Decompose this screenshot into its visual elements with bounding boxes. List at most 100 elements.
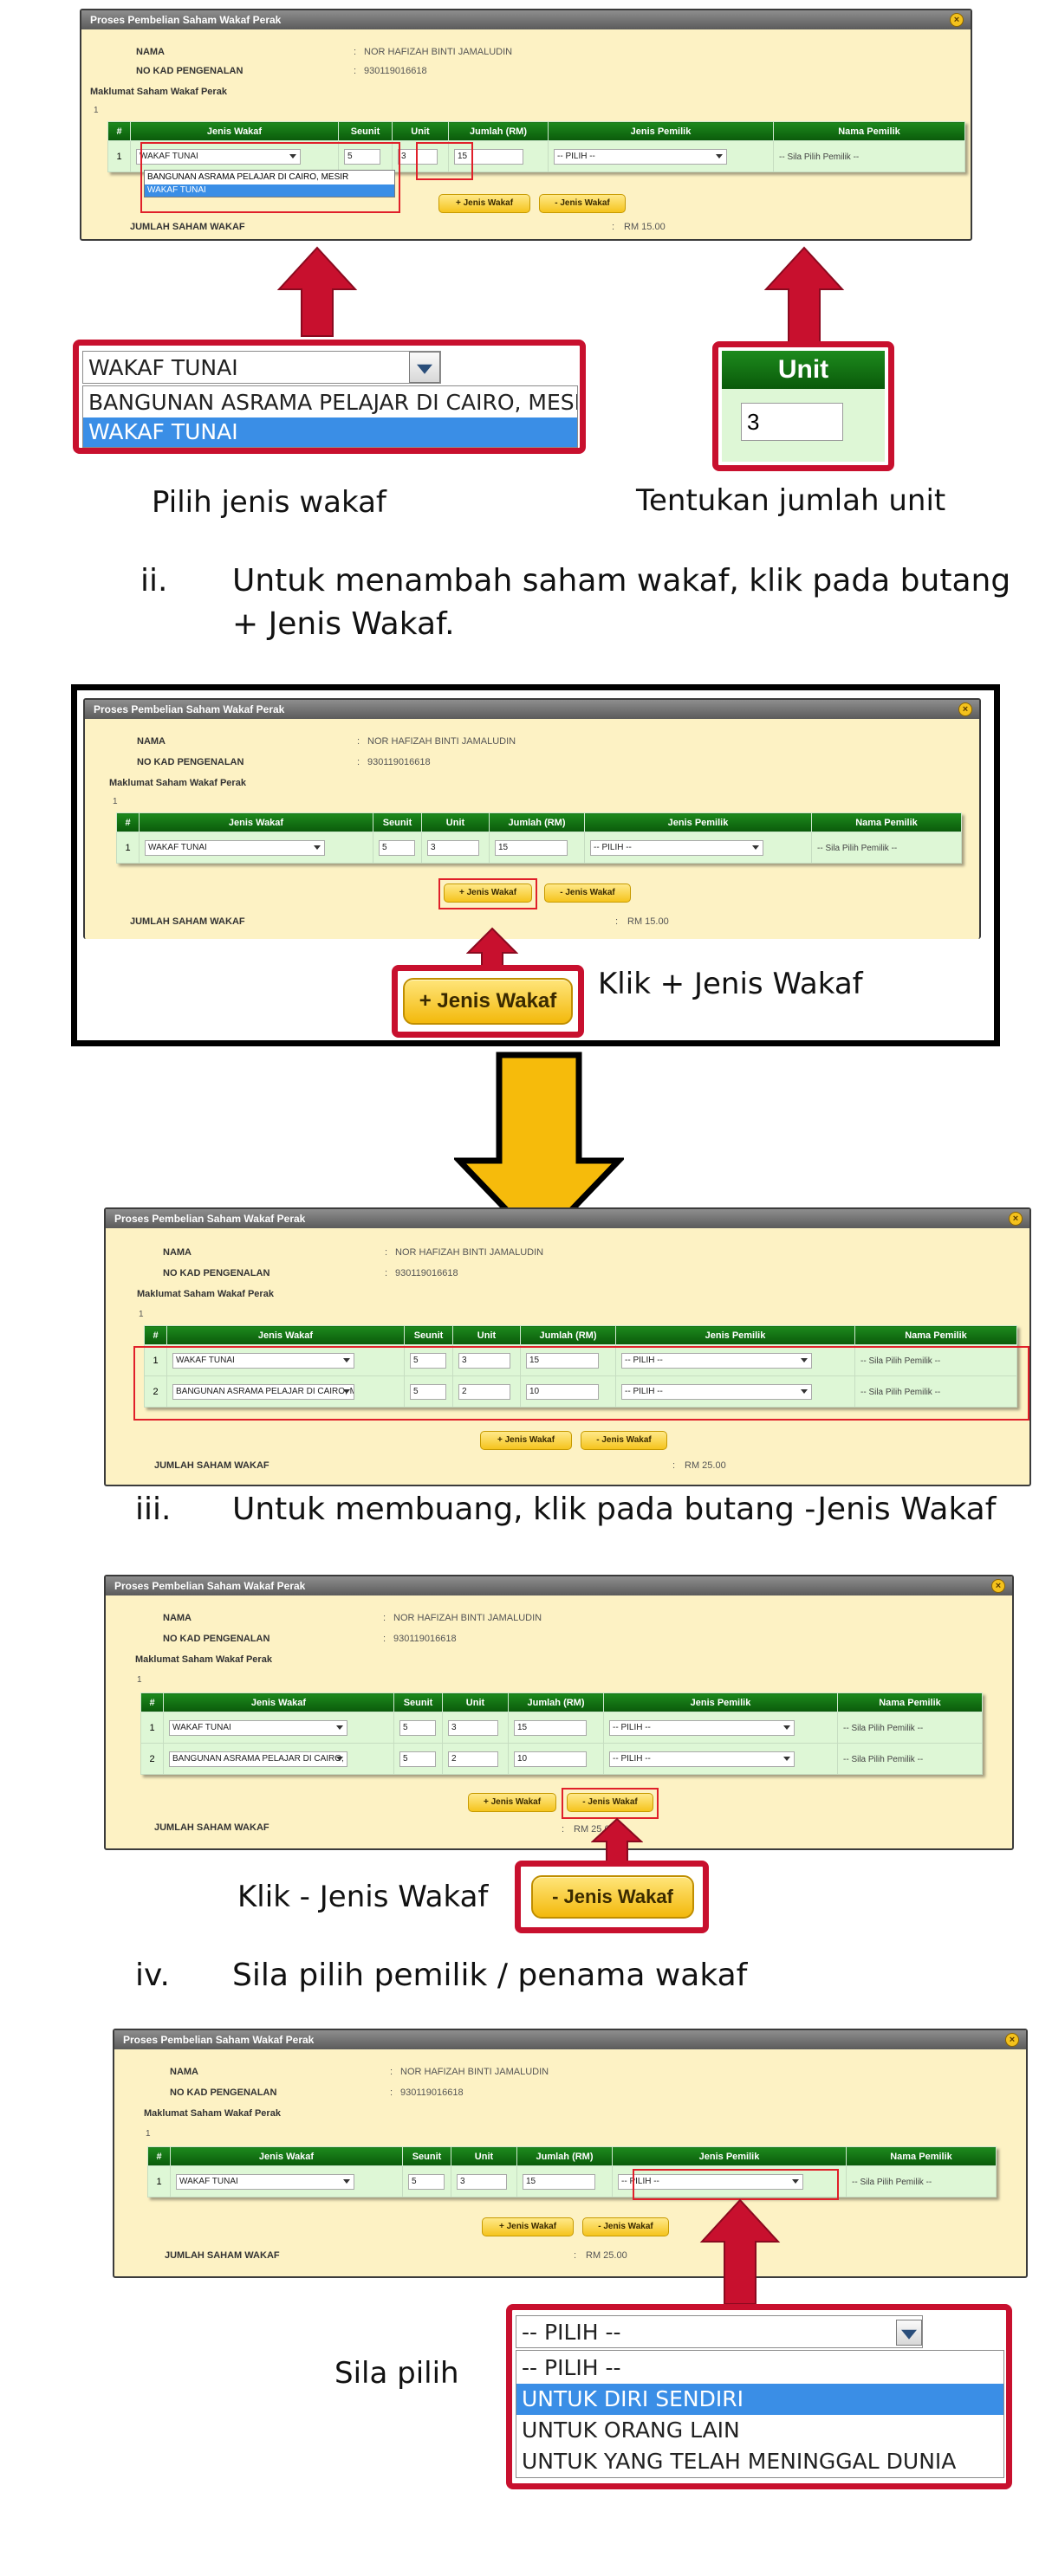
total-colon: :: [574, 2250, 577, 2261]
jenis-wakaf-select[interactable]: BANGUNAN ASRAMA PELAJAR DI CAIRO, MESIR: [172, 1383, 354, 1400]
info-heading: Maklumat Saham Wakaf Perak: [135, 1654, 272, 1665]
dropdown-option-selected[interactable]: WAKAF TUNAI: [145, 184, 394, 197]
close-icon[interactable]: ×: [1009, 1212, 1023, 1226]
chevron-down-icon[interactable]: [896, 2320, 922, 2346]
jenis-wakaf-select[interactable]: WAKAF TUNAI: [145, 839, 325, 856]
unit-input[interactable]: 2: [448, 1751, 498, 1767]
zoom-unit-cell: 3: [722, 389, 885, 462]
jenis-pemilik-select[interactable]: -- PILIH --: [609, 1719, 795, 1736]
dropdown-option-selected[interactable]: UNTUK DIRI SENDIRI: [516, 2384, 1003, 2415]
close-icon[interactable]: ×: [991, 1579, 1005, 1593]
zoom-jenis-select[interactable]: WAKAF TUNAI: [82, 351, 441, 384]
chevron-down-icon: [289, 153, 296, 159]
caption-sila-pilih: Sila pilih: [334, 2356, 459, 2391]
unit-input[interactable]: 2: [458, 1383, 510, 1400]
dialog-2: Proses Pembelian Saham Wakaf Perak × NAM…: [83, 698, 981, 939]
step-iv-number: iv.: [135, 1958, 170, 1993]
remove-jenis-wakaf-button[interactable]: - Jenis Wakaf: [544, 883, 631, 903]
col-header-jumlah: Jumlah (RM): [520, 1325, 616, 1345]
unit-input[interactable]: 3: [427, 839, 479, 856]
jenis-pemilik-select[interactable]: -- PILIH --: [618, 2173, 803, 2190]
total-colon: :: [615, 916, 619, 927]
chevron-down-icon: [752, 845, 759, 850]
row-no: 1: [107, 140, 131, 172]
zoom-pemilik-select[interactable]: -- PILIH --: [516, 2315, 923, 2348]
dialog-title: Proses Pembelian Saham Wakaf Perak ×: [85, 700, 979, 719]
dialog-4: Proses Pembelian Saham Wakaf Perak × NAM…: [104, 1575, 1014, 1850]
dialog-5: Proses Pembelian Saham Wakaf Perak × NAM…: [113, 2029, 1028, 2278]
jenis-wakaf-select[interactable]: WAKAF TUNAI: [172, 1352, 354, 1369]
seunit-field: 5: [399, 1719, 436, 1736]
col-header-jenis: Jenis Wakaf: [163, 1693, 394, 1712]
remove-jenis-wakaf-button[interactable]: - Jenis Wakaf: [539, 194, 626, 213]
dropdown-option[interactable]: UNTUK YANG TELAH MENINGGAL DUNIA: [522, 2449, 957, 2474]
dropdown-option[interactable]: BANGUNAN ASRAMA PELAJAR DI CAIRO, MESIR: [147, 172, 349, 182]
row-count: 1: [146, 2129, 151, 2139]
step-iii-number: iii.: [135, 1492, 172, 1527]
unit-input[interactable]: 3: [448, 1719, 498, 1736]
jenis-wakaf-select[interactable]: WAKAF TUNAI: [176, 2173, 354, 2190]
jenis-wakaf-select[interactable]: WAKAF TUNAI: [169, 1719, 347, 1736]
step-iii-text: Untuk membuang, klik pada butang -Jenis …: [232, 1492, 997, 1527]
add-jenis-wakaf-button[interactable]: + Jenis Wakaf: [468, 1793, 556, 1812]
zoom-add-button[interactable]: + Jenis Wakaf: [403, 978, 573, 1025]
jenis-pemilik-select[interactable]: -- PILIH --: [621, 1352, 812, 1369]
jenis-pemilik-select[interactable]: -- PILIH --: [621, 1383, 812, 1400]
jenis-wakaf-dropdown-list: BANGUNAN ASRAMA PELAJAR DI CAIRO, MESIR …: [144, 170, 395, 197]
dropdown-option-selected[interactable]: WAKAF TUNAI: [83, 417, 577, 447]
unit-input[interactable]: 3: [458, 1352, 510, 1369]
name-label: NAMA: [137, 736, 166, 747]
col-header-nama: Nama Pemilik: [846, 2146, 997, 2166]
jenis-pemilik-select[interactable]: -- PILIH --: [609, 1751, 795, 1767]
close-icon[interactable]: ×: [950, 13, 964, 27]
nama-pemilik-text: -- Sila Pilih Pemilik --: [852, 2177, 932, 2187]
jenis-wakaf-select[interactable]: WAKAF TUNAI: [136, 148, 301, 165]
info-heading: Maklumat Saham Wakaf Perak: [144, 2108, 281, 2119]
caption-pilih-jenis: Pilih jenis wakaf: [152, 485, 386, 520]
remove-jenis-wakaf-button[interactable]: - Jenis Wakaf: [581, 1431, 667, 1450]
jumlah-field: 10: [526, 1383, 599, 1400]
ic-colon: :: [385, 1268, 388, 1278]
zoom-remove-button[interactable]: - Jenis Wakaf: [531, 1875, 694, 1919]
jenis-wakaf-select[interactable]: BANGUNAN ASRAMA PELAJAR DI CAIRO, MESIR: [169, 1751, 347, 1767]
dialog-title: Proses Pembelian Saham Wakaf Perak ×: [81, 10, 971, 29]
add-jenis-wakaf-button[interactable]: + Jenis Wakaf: [438, 194, 530, 213]
chevron-down-icon: [336, 1725, 343, 1730]
caption-tentukan-unit: Tentukan jumlah unit: [636, 483, 946, 518]
jumlah-field: 15: [526, 1352, 599, 1369]
zoom-unit-frame: Unit 3: [712, 341, 894, 471]
col-header-jumlah: Jumlah (RM): [508, 1693, 604, 1712]
highlight-rows: [133, 1346, 1029, 1421]
row-count: 1: [94, 106, 99, 115]
chevron-down-icon[interactable]: [409, 352, 440, 383]
highlight-unit: [416, 142, 473, 180]
col-header-seunit: Seunit: [393, 1693, 443, 1712]
unit-input[interactable]: 3: [457, 2173, 507, 2190]
unit-input[interactable]: 3: [398, 148, 438, 165]
remove-jenis-wakaf-button[interactable]: - Jenis Wakaf: [582, 2217, 669, 2236]
table-row: 1 WAKAF TUNAI 5 3 15 -- PILIH -- -- Sila…: [140, 1712, 983, 1744]
zoom-unit-input[interactable]: 3: [741, 403, 843, 441]
jenis-pemilik-select[interactable]: -- PILIH --: [590, 839, 763, 856]
ic-label: NO KAD PENGENALAN: [163, 1634, 270, 1644]
zoom-remove-frame: - Jenis Wakaf: [515, 1861, 709, 1933]
col-header-pemilik: Jenis Pemilik: [603, 1693, 838, 1712]
name-colon: :: [354, 47, 357, 57]
step-iv-text: Sila pilih pemilik / penama wakaf: [232, 1958, 748, 1993]
dropdown-option[interactable]: BANGUNAN ASRAMA PELAJAR DI CAIRO, MESIR: [88, 390, 577, 415]
remove-jenis-wakaf-button[interactable]: - Jenis Wakaf: [567, 1793, 653, 1812]
add-jenis-wakaf-button[interactable]: + Jenis Wakaf: [482, 2217, 574, 2236]
add-jenis-wakaf-button[interactable]: + Jenis Wakaf: [480, 1431, 572, 1450]
add-jenis-wakaf-button[interactable]: + Jenis Wakaf: [444, 883, 532, 903]
close-icon[interactable]: ×: [958, 702, 972, 716]
jenis-pemilik-select[interactable]: -- PILIH --: [554, 148, 727, 165]
nama-pemilik-text: -- Sila Pilih Pemilik --: [817, 843, 898, 853]
col-header-jenis: Jenis Wakaf: [139, 812, 373, 832]
col-header-nama: Nama Pemilik: [773, 121, 965, 141]
nama-pemilik-text: -- Sila Pilih Pemilik --: [860, 1387, 941, 1397]
close-icon[interactable]: ×: [1005, 2033, 1019, 2047]
dropdown-option[interactable]: -- PILIH --: [522, 2355, 621, 2380]
info-heading: Maklumat Saham Wakaf Perak: [137, 1289, 274, 1299]
col-header-pemilik: Jenis Pemilik: [612, 2146, 847, 2166]
dropdown-option[interactable]: UNTUK ORANG LAIN: [522, 2417, 740, 2443]
